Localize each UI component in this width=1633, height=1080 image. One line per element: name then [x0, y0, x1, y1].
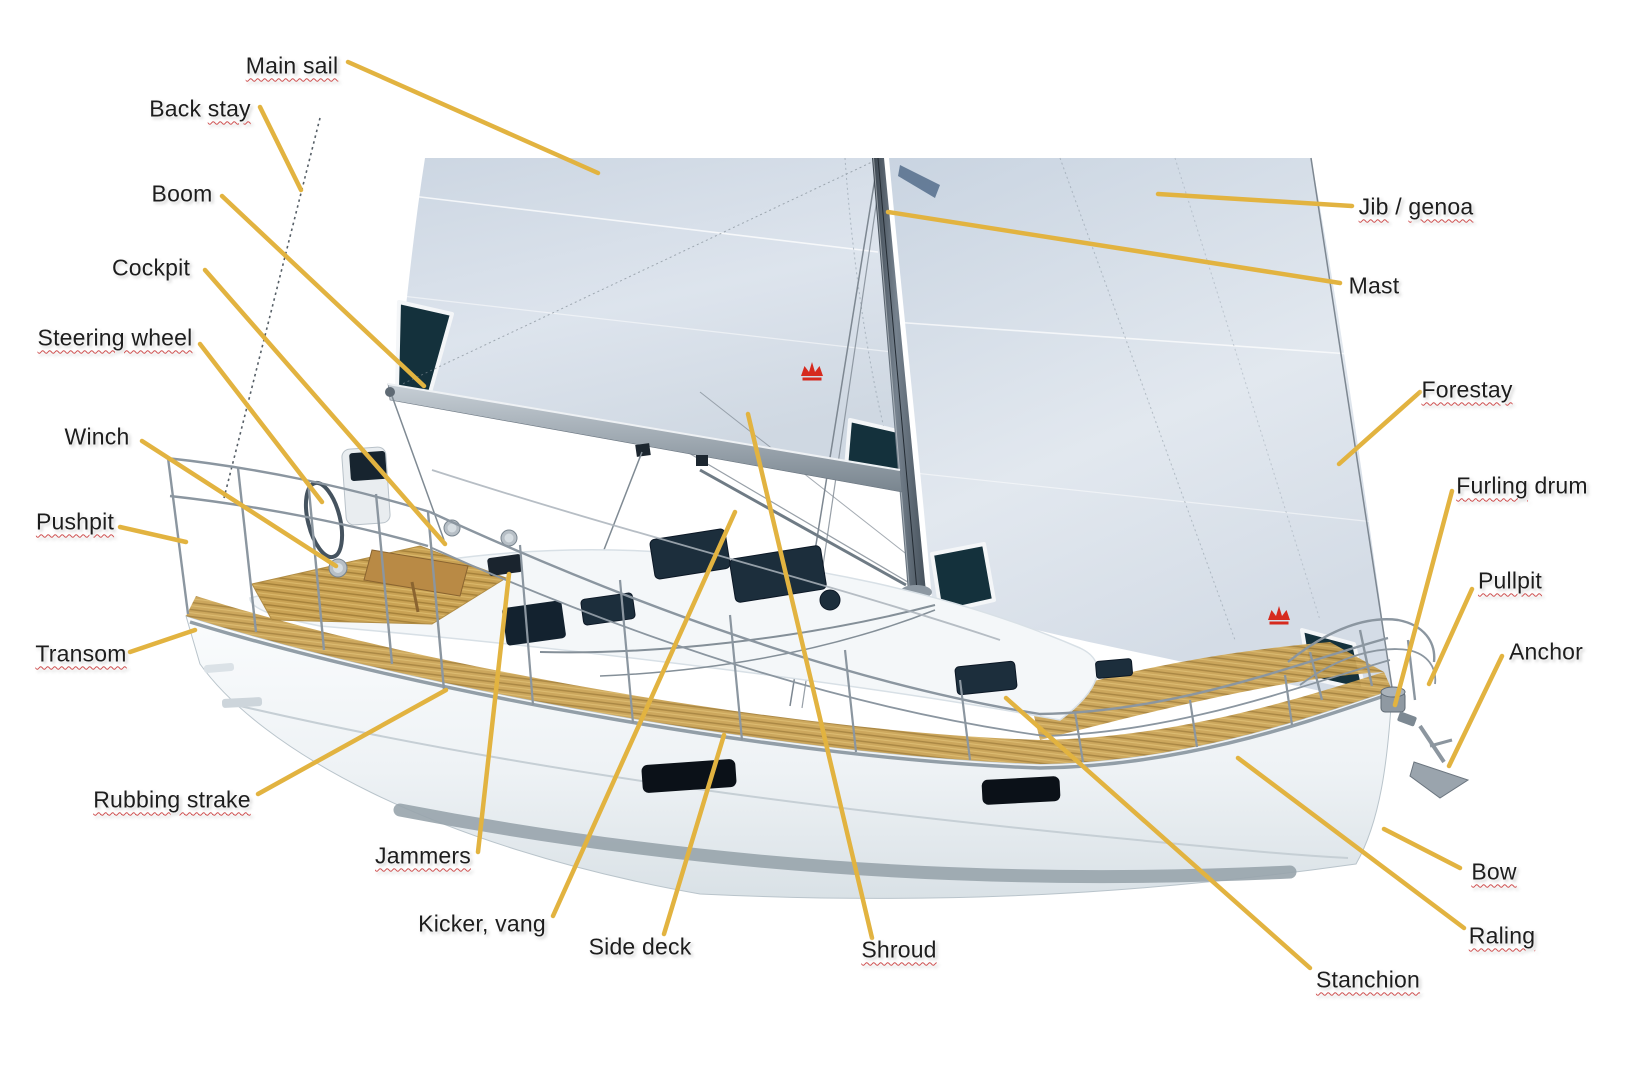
leader-line-kicker-vang — [550, 509, 738, 919]
label-transom-text: Transom — [35, 640, 127, 667]
rubbing-strake-line — [189, 620, 1391, 770]
far-rail — [431, 469, 1001, 641]
stanchion-posts — [518, 544, 1294, 763]
label-main-sail-text: Main sail — [245, 52, 339, 79]
label-cockpit-text: Cockpit — [111, 254, 191, 281]
deck-hatch — [1095, 658, 1133, 679]
label-jammers: Jammers — [375, 843, 471, 868]
label-stanchion: Stanchion — [1316, 967, 1420, 992]
leader-line-side-deck — [661, 732, 727, 937]
label-winch: Winch — [65, 424, 130, 449]
label-raling: Raling — [1469, 923, 1535, 948]
leader-line-mast — [885, 209, 1343, 286]
leader-line-stanchion — [1003, 695, 1313, 971]
hull-shape — [185, 615, 1393, 899]
label-pullpit-text: Pullpit — [1477, 567, 1543, 594]
label-boom: Boom — [152, 181, 213, 206]
deck-hatch — [729, 545, 827, 603]
leader-line-anchor — [1446, 653, 1505, 769]
label-furling-drum-text: drum — [1527, 472, 1588, 499]
label-jib-genoa-text: / — [1388, 193, 1409, 220]
label-pushpit: Pushpit — [36, 509, 114, 534]
leader-line-back-stay — [257, 104, 304, 193]
vang-strut — [699, 468, 907, 587]
label-forestay-text: Forestay — [1421, 376, 1513, 403]
label-rubbing-strake: Rubbing strake — [93, 787, 251, 812]
label-anchor: Anchor — [1509, 639, 1583, 664]
leader-line-shroud — [745, 411, 875, 941]
label-bow-text: Bow — [1471, 858, 1517, 885]
pulpit-rail — [1287, 618, 1436, 663]
label-cockpit: Cockpit — [112, 255, 190, 280]
label-raling-text: Raling — [1468, 922, 1536, 949]
label-back-stay-text: stay — [207, 95, 251, 122]
leader-line-cockpit — [202, 267, 448, 547]
leader-lines — [117, 59, 1505, 971]
deck-hatch — [954, 660, 1018, 696]
railings — [165, 456, 1437, 763]
jammers-shape — [487, 554, 523, 576]
label-mast: Mast — [1349, 273, 1400, 298]
companionway — [502, 600, 566, 646]
label-pullpit: Pullpit — [1478, 568, 1542, 593]
label-forestay: Forestay — [1421, 377, 1512, 402]
label-furling-drum: Furling drum — [1456, 473, 1588, 498]
leader-line-transom — [127, 627, 198, 655]
main-sail-shape — [396, 158, 900, 480]
side-deck-teak — [186, 596, 1392, 764]
label-side-deck-text: Side deck — [588, 933, 692, 960]
leader-line-boom — [219, 193, 427, 389]
label-back-stay-text: Back — [149, 95, 208, 122]
label-winch-text: Winch — [64, 423, 130, 450]
label-transom: Transom — [35, 641, 126, 666]
label-jib-genoa: Jib / genoa — [1359, 194, 1474, 219]
label-kicker-vang: Kicker, vang — [418, 911, 546, 936]
leader-line-furling-drum — [1392, 488, 1455, 708]
label-rubbing-strake-text: Rubbing strake — [93, 786, 251, 813]
leader-line-forestay — [1336, 389, 1423, 467]
anchor-shape — [1409, 724, 1470, 799]
hull-window — [981, 776, 1061, 805]
leader-line-raling — [1235, 755, 1467, 931]
label-shroud: Shroud — [861, 937, 936, 962]
label-jammers-text: Jammers — [375, 842, 471, 869]
label-side-deck: Side deck — [589, 934, 692, 959]
label-jib-genoa-text: genoa — [1408, 193, 1474, 220]
leader-line-pushpit — [117, 524, 189, 545]
label-shroud-text: Shroud — [861, 936, 937, 963]
label-back-stay: Back stay — [149, 96, 251, 121]
leader-line-bow — [1381, 826, 1463, 871]
label-boom-text: Boom — [151, 180, 213, 207]
leader-line-winch — [139, 438, 339, 569]
label-mast-text: Mast — [1348, 272, 1400, 299]
forestay-line — [1310, 157, 1394, 695]
cockpit-table — [363, 549, 469, 597]
leader-line-pullpit — [1426, 586, 1475, 687]
steering-wheel-shape — [303, 480, 345, 560]
crown-logo-icon — [801, 362, 823, 381]
sail-patch — [930, 542, 996, 614]
label-bow: Bow — [1471, 859, 1516, 884]
leader-line-main-sail — [345, 59, 601, 176]
instrument-screen — [349, 450, 387, 482]
label-kicker-vang-text: Kicker, vang — [418, 910, 546, 937]
leader-line-jammers — [475, 571, 512, 855]
boom-shape — [385, 383, 907, 587]
label-main-sail: Main sail — [246, 53, 339, 78]
leader-line-steering-wheel — [197, 341, 325, 505]
label-steering-wheel-text: Steering wheel — [37, 324, 193, 351]
label-steering-wheel: Steering wheel — [38, 325, 193, 350]
lifeline — [429, 510, 1389, 716]
label-jib-genoa-text: Jib — [1358, 193, 1389, 220]
label-pushpit-text: Pushpit — [35, 508, 115, 535]
deck-port — [819, 589, 841, 611]
label-anchor-text: Anchor — [1508, 638, 1584, 665]
crown-logo-icon — [1268, 606, 1290, 625]
label-furling-drum-text: Furling — [1456, 472, 1528, 499]
jib-sail-shape — [889, 158, 1392, 699]
leader-line-jib-genoa — [1155, 191, 1355, 209]
leader-line-rubbing-strake — [255, 687, 449, 797]
label-stanchion-text: Stanchion — [1315, 966, 1421, 993]
